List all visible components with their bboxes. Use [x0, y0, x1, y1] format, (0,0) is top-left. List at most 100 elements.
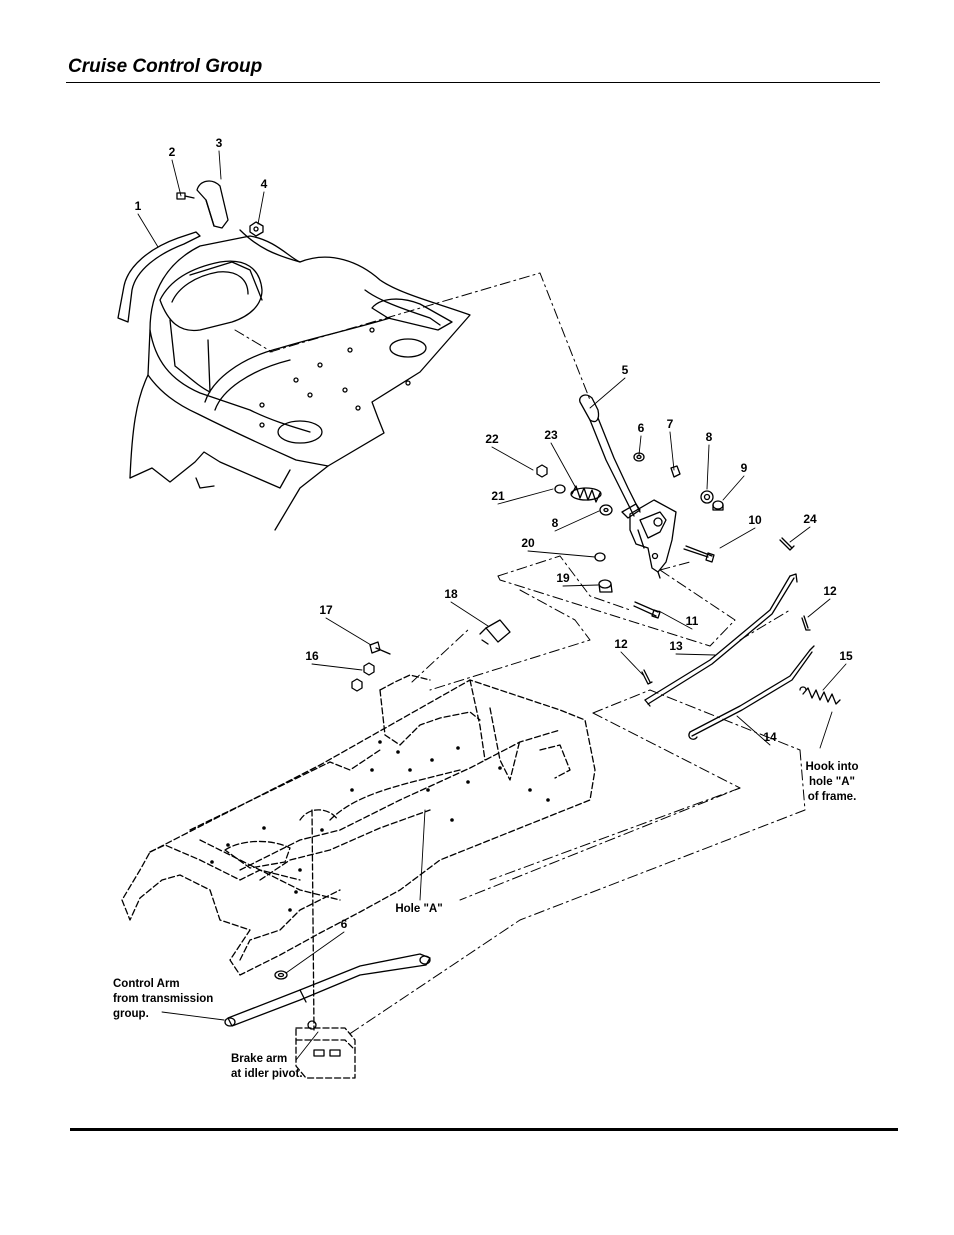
brake-pivot-post [295, 809, 356, 1079]
callout-1: 1 [135, 199, 142, 213]
note-brake-arm: Brake arm at idler pivot. [231, 1053, 303, 1080]
callout-19: 19 [556, 571, 570, 585]
callout-13: 13 [669, 639, 683, 653]
note-control-arm-line-3: group. [113, 1008, 149, 1020]
part-9-spacer [712, 500, 724, 511]
part-24-cotter-pin [779, 537, 795, 551]
callout-leader-3 [218, 150, 222, 180]
callout-23: 23 [544, 428, 558, 442]
callout-5: 5 [622, 363, 629, 377]
callout-leader-13 [675, 653, 716, 656]
part-17-bolt [369, 641, 391, 655]
part-8-washer-right [700, 490, 714, 504]
callout-21: 21 [491, 489, 505, 503]
note-hook-into-hole: Hook into hole "A" of frame. [805, 761, 858, 803]
note-control-arm-line-2: from transmission [113, 993, 213, 1005]
callout-leader-6 [285, 931, 345, 974]
part-20-washer [594, 552, 606, 562]
part-13-link-rod [644, 573, 798, 707]
part-8-washer-left [599, 504, 613, 516]
callout-6: 6 [638, 421, 645, 435]
callout-leader-5 [589, 377, 626, 409]
callout-12: 12 [614, 637, 628, 651]
part-6-washer-lower [274, 970, 288, 980]
note-hole-a: Hole "A" [395, 903, 442, 915]
callout-20: 20 [521, 536, 535, 550]
frame-holes [210, 740, 550, 912]
callout-22: 22 [485, 432, 499, 446]
page-title: Cruise Control Group [68, 56, 263, 77]
part-22-nut [536, 464, 548, 478]
callout-17: 17 [319, 603, 333, 617]
callout-10: 10 [748, 513, 762, 527]
leader-lines [137, 150, 847, 974]
part-12-cotter-pin-left [641, 669, 653, 685]
callout-leader-7 [669, 431, 675, 471]
callout-leader-12 [620, 651, 644, 676]
callout-11: 11 [686, 614, 699, 628]
callout-16: 16 [305, 649, 319, 663]
title-divider [66, 82, 880, 83]
part-15-spring [799, 686, 841, 705]
callout-9: 9 [741, 461, 748, 475]
callout-14: 14 [763, 730, 777, 744]
callout-24: 24 [803, 512, 817, 526]
part-2-screw [176, 192, 195, 200]
callout-leader-11 [658, 610, 693, 630]
callout-15: 15 [839, 649, 853, 663]
callout-12: 12 [823, 584, 837, 598]
note-hole-a-text: Hole "A" [395, 903, 442, 915]
callout-8: 8 [706, 430, 713, 444]
note-hook-line-2: hole "A" [809, 776, 855, 788]
callout-leader-10 [719, 527, 756, 549]
callout-3: 3 [216, 136, 223, 150]
callout-leader-2 [171, 159, 182, 197]
brake-arm-holes [307, 1020, 341, 1057]
callout-leader-9 [722, 475, 745, 501]
callout-leader-1 [137, 213, 159, 248]
callout-leader-17 [325, 617, 372, 646]
callout-leader-6 [638, 435, 642, 456]
callout-leader-20 [527, 550, 596, 558]
part-18-switch [479, 619, 511, 645]
callout-2: 2 [169, 145, 176, 159]
control-arm [224, 953, 431, 1027]
callout-6: 6 [341, 917, 348, 931]
part-4-nut [249, 221, 264, 237]
callout-leader-22 [491, 446, 534, 471]
assembly-dashed-lines [234, 272, 806, 1036]
callout-4: 4 [261, 177, 268, 191]
footer-divider [70, 1128, 898, 1131]
fender-assembly [129, 229, 471, 531]
part-10-bolt [683, 545, 715, 563]
callout-7: 7 [667, 417, 674, 431]
part-7-pin [670, 465, 681, 478]
cruise-bracket [621, 499, 677, 579]
callout-leader-14 [736, 715, 771, 746]
part-5-cruise-rod [579, 394, 641, 517]
part-16-nuts [351, 662, 375, 692]
callout-18: 18 [444, 587, 458, 601]
note-brake-arm-line-2: at idler pivot. [231, 1068, 303, 1080]
callout-leader-4 [257, 191, 265, 225]
note-hook-line-1: Hook into [805, 761, 858, 773]
part-21-washer [554, 484, 566, 494]
part-23-spring [570, 485, 602, 503]
callout-leader-8 [706, 444, 710, 490]
note-brake-arm-line-1: Brake arm [231, 1053, 287, 1065]
callout-leader-19 [562, 584, 599, 587]
note-hook-line-3: of frame. [808, 791, 857, 803]
note-leaders [161, 711, 833, 1061]
callout-leader-8 [554, 510, 600, 532]
part-12-cotter-pin-right [801, 615, 811, 631]
tractor-frame [121, 674, 596, 976]
callout-leader-23 [550, 442, 578, 491]
part-3-lever-knob [196, 180, 229, 229]
part-1-handle-strip [117, 231, 201, 323]
callout-leader-18 [450, 601, 489, 627]
part-14-link-rod [688, 645, 815, 740]
callout-leader-16 [311, 663, 363, 671]
callout-8: 8 [552, 516, 559, 530]
